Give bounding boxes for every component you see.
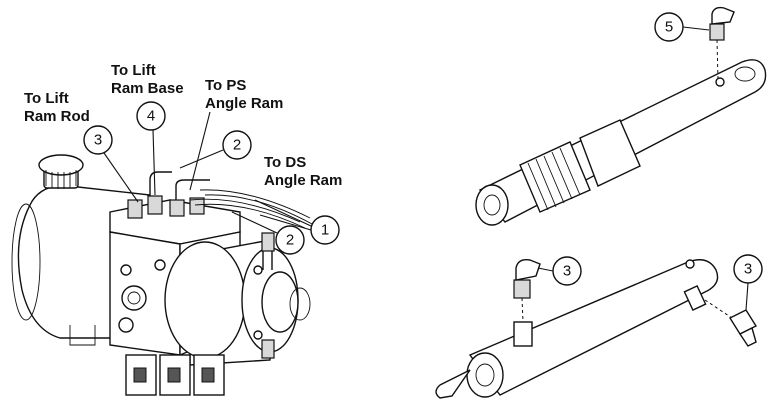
label-lift-ram-base: To Lift Ram Base [111,62,184,97]
leader-ps-angle-ram [189,111,211,191]
callout-4: 4 [136,101,166,196]
pump-assembly [11,154,313,396]
elbow-fitting-3-side [728,309,758,347]
callout-3-pump: 3 [83,125,139,203]
svg-text:Ram Rod: Ram Rod [24,108,90,125]
label-ps-angle-ram: To PS Angle Ram [205,77,283,112]
electric-motor [164,232,311,366]
angle-cylinder [435,259,736,399]
label-ds-angle-ram: To DS Angle Ram [264,154,342,189]
svg-text:Angle Ram: Angle Ram [264,172,342,189]
solenoid-coils [125,354,225,396]
filler-cap [38,154,84,189]
callout-2-top: 2 [179,130,252,169]
svg-text:5: 5 [665,19,673,36]
lift-cylinder [475,39,767,226]
elbow-fitting-3-top [513,258,541,299]
callout-3-angle-elbow: 3 [537,256,582,286]
svg-text:To Lift: To Lift [111,62,156,79]
callout-3-angle-side: 3 [733,254,763,311]
callout-2-bottom: 2 [231,211,305,255]
svg-text:Ram Base: Ram Base [111,80,184,97]
callout-5: 5 [654,12,710,42]
svg-text:2: 2 [233,137,241,154]
svg-text:2: 2 [286,232,294,249]
svg-text:To DS: To DS [264,154,306,171]
callout-1: 1 [254,199,340,245]
svg-text:To PS: To PS [205,77,246,94]
manifold-fittings [127,171,210,219]
svg-text:3: 3 [563,263,571,280]
svg-text:1: 1 [321,222,329,239]
label-lift-ram-rod: To Lift Ram Rod [24,90,90,125]
svg-text:3: 3 [94,132,102,149]
svg-text:4: 4 [147,108,155,125]
elbow-fitting-5 [709,6,735,41]
svg-text:To Lift: To Lift [24,90,69,107]
svg-text:Angle Ram: Angle Ram [205,95,283,112]
svg-text:3: 3 [744,261,752,278]
